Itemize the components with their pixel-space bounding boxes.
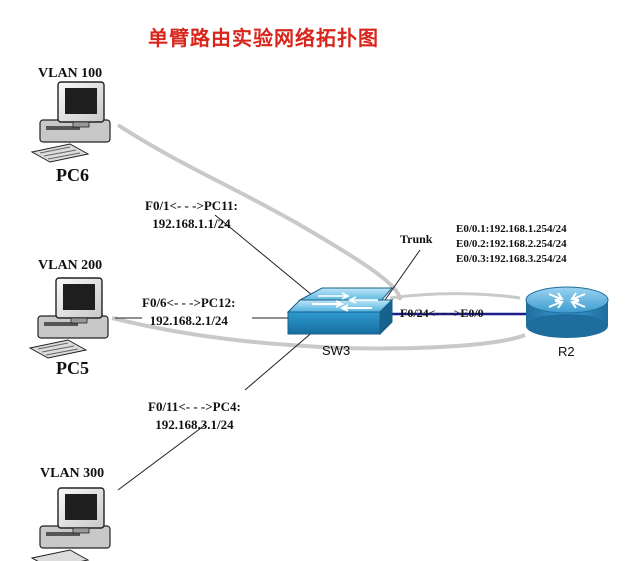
subinterface-list: E0/0.1:192.168.1.254/24 E0/0.2:192.168.2… (456, 222, 567, 267)
vlan-label-pc6: VLAN 100 (38, 66, 103, 81)
uplink-label: F0/24<- - ->E0/0 (400, 306, 484, 320)
link-pc5-port: F0/6<- - ->PC12: (142, 295, 236, 310)
switch-label: SW3 (322, 343, 351, 358)
vlan-label-pc5: VLAN 200 (38, 258, 103, 273)
link-pc5-ip: 192.168.2.1/24 (149, 313, 228, 328)
router-icon (525, 286, 609, 338)
link-pc4-port: F0/11<- - ->PC4: (148, 399, 241, 414)
pc5-label: PC5 (56, 358, 89, 378)
link-label-pc5: F0/6<- - ->PC12: 192.168.2.1/24 (142, 294, 236, 330)
trunk-label: Trunk (400, 232, 433, 246)
pc6-label: PC6 (56, 165, 89, 185)
pc5-icon (28, 277, 109, 359)
pc6-icon (30, 81, 111, 163)
subinterface-3: E0/0.3:192.168.3.254/24 (456, 253, 567, 265)
link-label-pc4: F0/11<- - ->PC4: 192.168.3.1/24 (148, 398, 241, 434)
switch-icon (286, 287, 394, 336)
leader-trunk (384, 249, 421, 301)
leader-pc6 (214, 214, 319, 301)
leader-pc4b (244, 329, 316, 391)
link-pc4-ip: 192.168.3.1/24 (155, 417, 234, 432)
subinterface-2: E0/0.2:192.168.2.254/24 (456, 238, 567, 250)
link-pc6-ip: 192.168.1.1/24 (152, 216, 231, 231)
vlan-label-pc4: VLAN 300 (40, 466, 105, 481)
cable-switch-router (389, 292, 521, 300)
diagram-title: 单臂路由实验网络拓扑图 (148, 26, 379, 50)
pc4-icon (30, 487, 111, 561)
subinterface-1: E0/0.1:192.168.1.254/24 (456, 223, 567, 235)
router-label: R2 (558, 344, 575, 359)
cable-pc5-switch (111, 316, 526, 351)
cable-pc6-switch (116, 123, 402, 301)
leader-pc4 (117, 424, 206, 491)
link-label-pc6: F0/1<- - ->PC11: 192.168.1.1/24 (145, 197, 238, 233)
link-pc6-port: F0/1<- - ->PC11: (145, 198, 238, 213)
